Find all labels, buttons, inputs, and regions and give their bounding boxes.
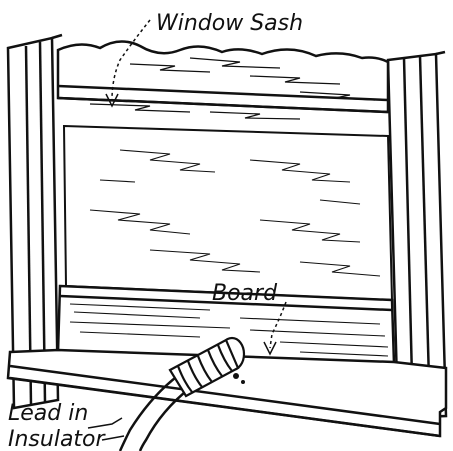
window-sash-label: Window Sash [156, 11, 303, 36]
board-label: Board [212, 281, 278, 306]
window-sash [58, 41, 388, 112]
glass-pane [64, 126, 392, 300]
lead-in-label-line1: Lead in [8, 401, 88, 426]
lead-in-label-line2: Insulator [8, 427, 107, 451]
